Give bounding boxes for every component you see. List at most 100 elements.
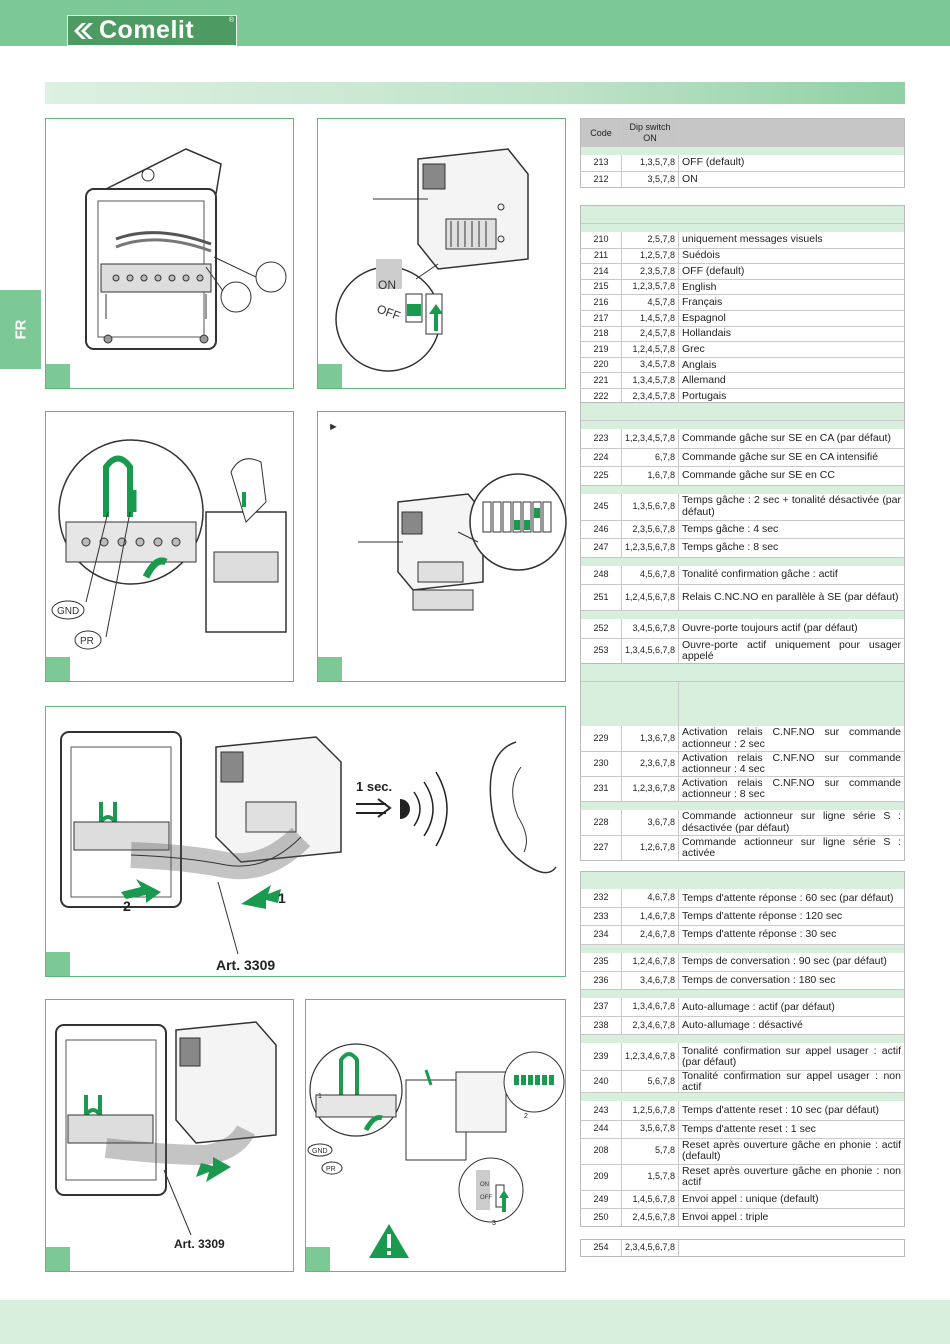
figure-7: 1 GND PR 2 ON OFF 3 (305, 999, 566, 1272)
description-cell: Allemand (682, 374, 726, 387)
description-cell: Temps d'attente reset : 1 sec (682, 1122, 816, 1135)
description-cell: Temps gâche : 8 sec (682, 541, 779, 554)
code-cell: 244 (581, 1120, 622, 1138)
code-cell: 220 (581, 357, 622, 373)
code-cell: 238 (581, 1017, 622, 1035)
dip-cell: 2,4,5,7,8 (622, 326, 679, 342)
on-label: ON (480, 1182, 489, 1188)
language-tab: FR (0, 290, 41, 369)
code-cell: 228 (581, 810, 622, 835)
dip-cell: 3,6,7,8 (622, 810, 679, 835)
description-cell: Commande actionneur sur ligne série S : … (682, 810, 901, 834)
description-cell: Ouvre-porte actif uniquement pour usager… (682, 638, 901, 662)
code-cell: 230 (581, 752, 622, 776)
description-cell: ON (682, 172, 698, 185)
speaker-icon (400, 799, 410, 819)
dip-cell: 1,2,4,5,7,8 (622, 342, 679, 357)
description-cell: Commande gâche sur SE en CC (682, 469, 835, 482)
dip-cell: 1,2,4,5,6,7,8 (622, 585, 679, 610)
step-1-label: 1 (278, 890, 286, 906)
dip-cell: 1,4,6,7,8 (622, 908, 679, 926)
description-cell: Auto-allumage : désactivé (682, 1019, 803, 1032)
col-dip-header: Dip switch ON (622, 119, 679, 146)
code-cell: 234 (581, 926, 622, 944)
dip-cell: 1,3,6,7,8 (622, 726, 679, 751)
code-cell: 212 (581, 172, 622, 187)
code-cell: 239 (581, 1043, 622, 1071)
code-cell: 227 (581, 836, 622, 860)
dip-cell: 1,3,5,7,8 (622, 155, 679, 171)
art-label: Art. 3309 (174, 1237, 225, 1251)
dip-cell: 5,7,8 (622, 1138, 679, 1164)
description-cell: Reset après ouverture gâche en phonie : … (682, 1139, 901, 1163)
description-cell: Auto-allumage : actif (par défaut) (682, 1000, 835, 1013)
code-cell: 215 (581, 279, 622, 295)
description-cell: Tonalité confirmation sur appel usager :… (682, 1044, 901, 1068)
code-cell: 245 (581, 493, 622, 520)
description-cell: Tonalité confirmation sur appel usager :… (682, 1069, 901, 1093)
description-cell: Suédois (682, 249, 720, 262)
dip-cell: 1,2,3,5,7,8 (622, 279, 679, 295)
dip-cell: 1,2,5,6,7,8 (622, 1101, 679, 1120)
code-cell: 247 (581, 539, 622, 557)
description-cell: OFF (default) (682, 264, 745, 277)
dip-cell: 3,4,5,7,8 (622, 357, 679, 373)
code-cell: 254 (581, 1240, 622, 1256)
description-cell: Activation relais C.NF.NO sur commande a… (682, 776, 901, 800)
figure-1 (45, 118, 294, 389)
description-cell: Temps de conversation : 90 sec (par défa… (682, 955, 887, 968)
description-cell: Envoi appel : unique (default) (682, 1192, 819, 1205)
figure-number-box (46, 657, 70, 681)
code-cell: 250 (581, 1208, 622, 1227)
figure-number-box (46, 364, 70, 388)
description-cell: Activation relais C.NF.NO sur commande a… (682, 751, 901, 775)
figure-3: GND PR (45, 411, 294, 682)
dip-cell: 4,6,7,8 (622, 889, 679, 908)
description-cell: Envoi appel : triple (682, 1210, 769, 1223)
code-cell: 214 (581, 264, 622, 279)
pr-label: PR (80, 636, 94, 647)
description-cell: Espagnol (682, 311, 726, 324)
one-sec-label: 1 sec. (356, 779, 392, 794)
description-cell: OFF (default) (682, 156, 745, 169)
step-1-label: 1 (318, 1093, 322, 1100)
arrow-marker: ► (328, 421, 339, 433)
dip-cell: 1,2,6,7,8 (622, 836, 679, 860)
dip-cell: 2,3,4,5,6,7,8 (622, 1240, 679, 1256)
code-cell: 221 (581, 373, 622, 388)
code-cell: 209 (581, 1164, 622, 1190)
description-cell: Commande gâche sur SE en CA intensifié (682, 450, 879, 463)
dip-cell: 3,4,5,6,7,8 (622, 619, 679, 638)
off-label: OFF (480, 1195, 492, 1201)
